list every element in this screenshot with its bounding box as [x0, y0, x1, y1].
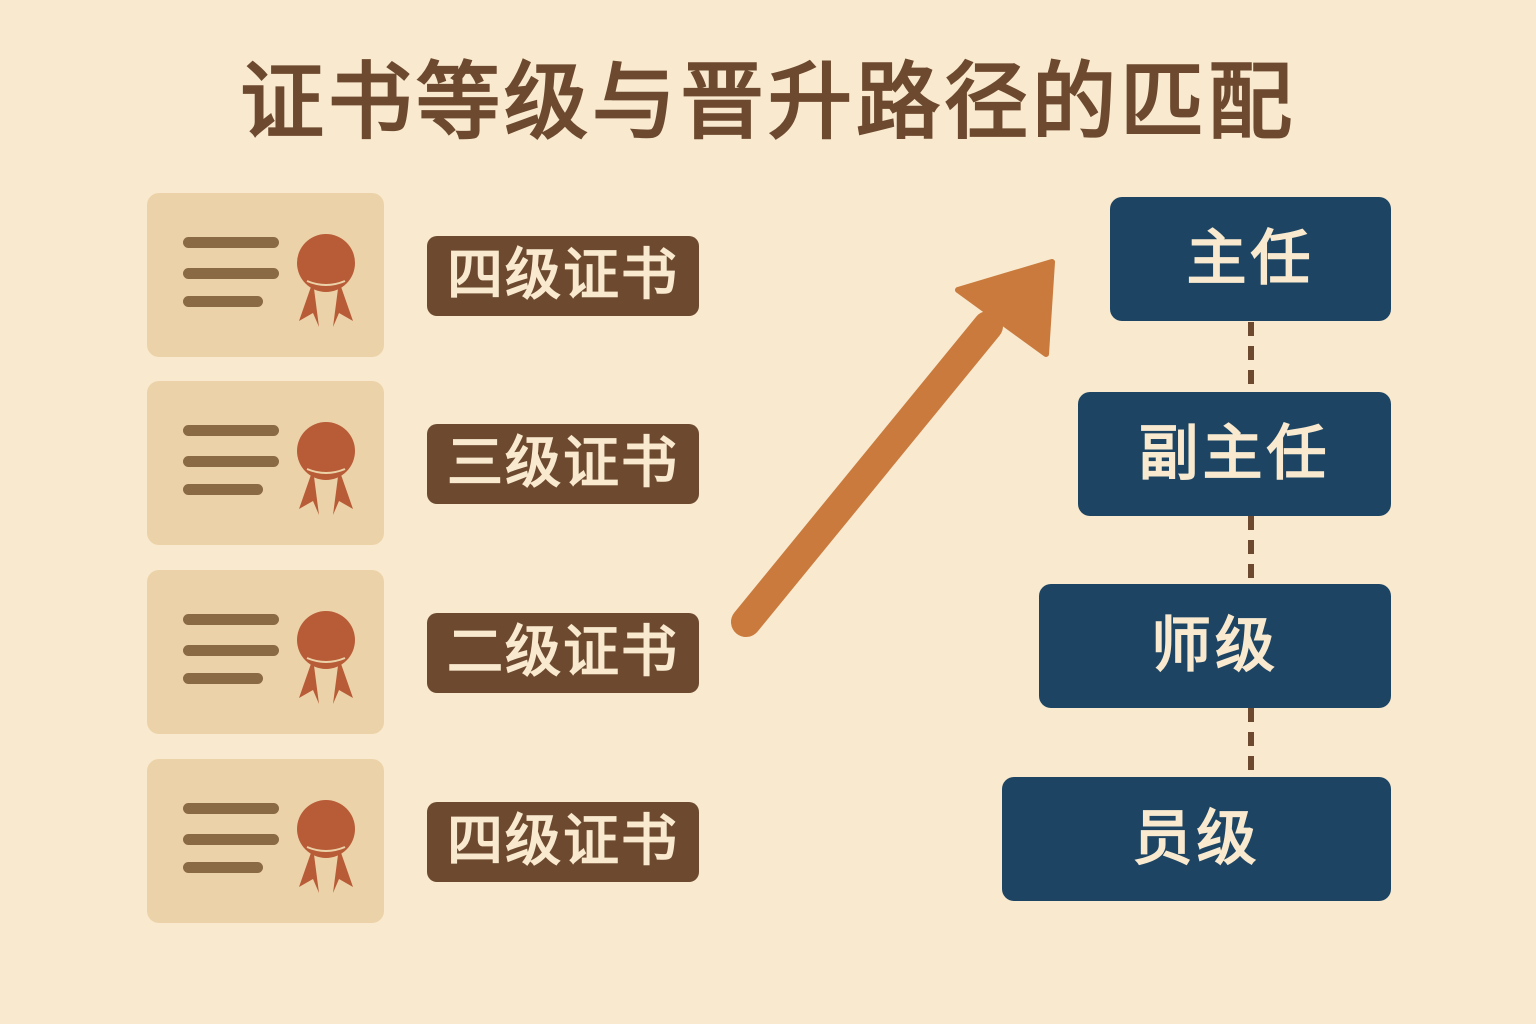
dashed-connector [1248, 322, 1254, 392]
ribbon-medal-icon [297, 422, 355, 515]
ribbon-medal-icon [297, 234, 355, 327]
certificate-card [147, 759, 384, 923]
certificate-row: 三级证书 [147, 381, 707, 545]
certificate-label: 二级证书 [427, 613, 699, 693]
certificate-row: 二级证书 [147, 570, 707, 734]
certificate-label: 四级证书 [427, 236, 699, 316]
certificate-card [147, 381, 384, 545]
level-junior: 员级 [1002, 777, 1391, 901]
certificate-card [147, 193, 384, 357]
certificate-row: 四级证书 [147, 193, 707, 357]
level-deputy-director: 副主任 [1078, 392, 1391, 516]
certificate-icon [183, 611, 355, 704]
level-director: 主任 [1110, 197, 1391, 321]
certificate-label: 四级证书 [427, 802, 699, 882]
level-senior: 师级 [1039, 584, 1391, 708]
certificate-card [147, 570, 384, 734]
dashed-connector [1248, 516, 1254, 586]
certificate-icon [183, 422, 355, 515]
certificate-label: 三级证书 [427, 424, 699, 504]
ribbon-medal-icon [297, 611, 355, 704]
certificate-icon [183, 234, 355, 327]
certificate-row: 四级证书 [147, 759, 707, 923]
dashed-connector [1248, 708, 1254, 778]
certificate-icon [183, 800, 355, 893]
ribbon-medal-icon [297, 800, 355, 893]
page-title: 证书等级与晋升路径的匹配 [239, 53, 1296, 151]
